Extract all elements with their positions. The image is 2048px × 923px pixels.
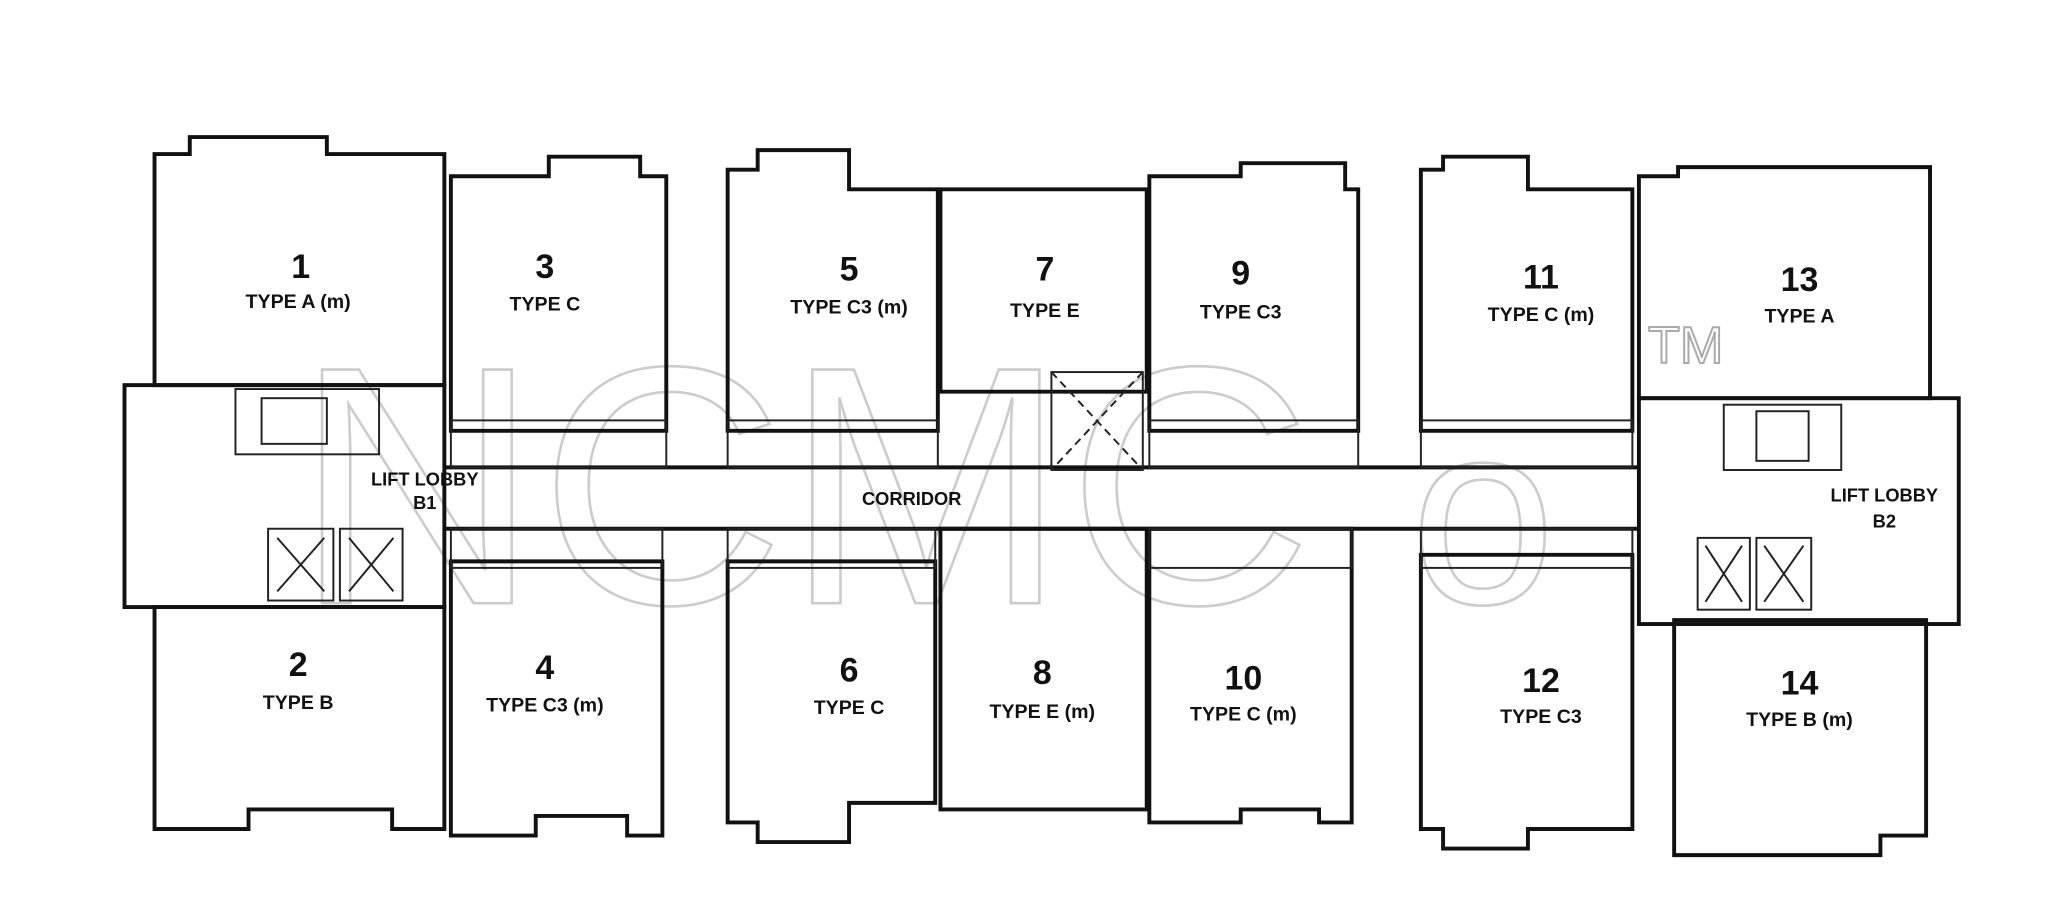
- unit-number: 3: [535, 248, 554, 286]
- unit-number: 8: [1033, 654, 1052, 692]
- watermark: NCMC o TM: [293, 295, 1725, 677]
- unit-type: TYPE C: [510, 294, 581, 316]
- unit-type: TYPE C3 (m): [486, 695, 603, 717]
- lift-lobby-b1-code: B1: [413, 492, 436, 513]
- unit-number: 13: [1781, 261, 1819, 299]
- unit-number: 12: [1522, 662, 1560, 700]
- unit-type: TYPE A (m): [246, 291, 351, 313]
- unit-type: TYPE C3: [1200, 302, 1282, 324]
- unit-number: 2: [289, 646, 308, 684]
- unit-number: 4: [535, 649, 554, 687]
- unit-type: TYPE A: [1764, 305, 1834, 327]
- unit-type: TYPE E (m): [990, 701, 1096, 723]
- unit-number: 7: [1035, 251, 1054, 289]
- unit-type: TYPE B: [263, 692, 334, 714]
- lift-icon: [267, 371, 1813, 611]
- lift-lobby-b2-code: B2: [1873, 510, 1896, 531]
- unit-number: 11: [1523, 259, 1559, 297]
- unit-type: TYPE C3 (m): [790, 296, 907, 318]
- unit-type: TYPE E: [1010, 300, 1080, 322]
- unit-number: 9: [1231, 255, 1250, 293]
- svg-text:NCMC: NCMC: [294, 296, 1312, 675]
- lift-lobby-b1-label: LIFT LOBBY: [371, 469, 479, 490]
- unit-type: TYPE C (m): [1190, 704, 1297, 726]
- corridor-label: CORRIDOR: [862, 488, 961, 509]
- unit-type: TYPE B (m): [1746, 709, 1853, 731]
- unit-number: 10: [1224, 659, 1262, 697]
- lift-lobby-b2-label: LIFT LOBBY: [1831, 484, 1939, 505]
- unit-number: 14: [1781, 665, 1819, 703]
- svg-text:TM: TM: [1648, 317, 1723, 375]
- unit-number: 5: [840, 251, 859, 289]
- unit-type: TYPE C3: [1500, 706, 1582, 728]
- unit-type: TYPE C: [814, 697, 885, 719]
- stair-icon: [234, 388, 1843, 471]
- svg-text:o: o: [1410, 368, 1555, 659]
- walls: [122, 135, 1961, 858]
- unit-number: 6: [840, 651, 859, 689]
- unit-number: 1: [291, 248, 310, 286]
- unit-type: TYPE C (m): [1488, 304, 1595, 326]
